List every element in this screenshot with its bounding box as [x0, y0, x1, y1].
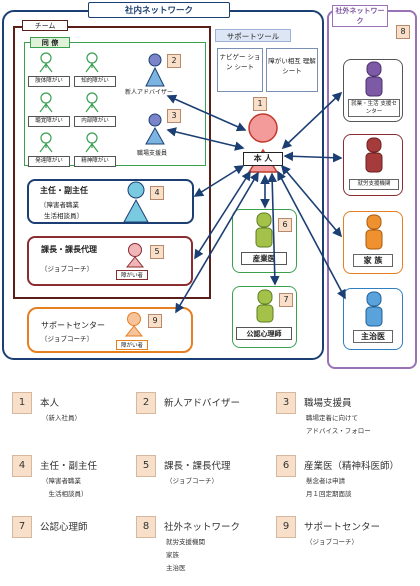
chief-label-3: 生活相談員〕	[44, 212, 83, 220]
external-network-num: 8	[396, 25, 410, 39]
legend-sub: （ジョブコーチ）	[166, 477, 218, 485]
legend-sub: 職場定着に向けて	[306, 414, 358, 422]
chief-label-2: 〔障害者職業	[40, 201, 79, 209]
advisor-figure	[145, 53, 165, 87]
legend-sub: 主治医	[166, 564, 186, 572]
legend-num: 4	[12, 455, 32, 477]
legend-sub: 生活相談員）	[42, 490, 88, 498]
tool-mutual-sheet	[266, 48, 318, 92]
legend-title: サポートセンター	[304, 522, 381, 533]
external-employment-center-label: 就業・生活 支援センター	[348, 99, 400, 117]
chief-num: 4	[150, 186, 164, 200]
manager-num: 5	[150, 245, 164, 259]
colleague-figure	[39, 92, 53, 113]
chief-label-1: 主任・副主任	[40, 186, 88, 195]
supporter-label: 職場支援員	[137, 150, 168, 157]
legend-title: 公認心理師	[40, 522, 88, 533]
tool-mutual-label: 障がい相互 理解シート	[268, 57, 316, 75]
manager-figure	[125, 243, 145, 268]
legend-num: 2	[136, 392, 156, 414]
colleague-figure	[85, 52, 99, 73]
support-center-tag: 障がい者	[116, 340, 149, 350]
support-center-label-1: サポートセンター	[41, 321, 105, 330]
legend-num: 8	[136, 516, 156, 538]
legend-num: 9	[276, 516, 296, 538]
support-center-num: 9	[148, 314, 162, 328]
colleague-label: 知的障がい	[74, 76, 116, 87]
center-label: 本 人	[243, 152, 283, 166]
legend-title: 課長・課長代理	[164, 461, 231, 472]
legend-title: 職場支援員	[304, 398, 352, 409]
supporter-figure	[145, 113, 165, 145]
external-network-title: 社外ネットワーク	[332, 5, 388, 27]
psychologist-box	[232, 286, 297, 348]
external-employment-center-figure	[365, 61, 383, 97]
external-family-figure	[365, 214, 383, 250]
legend-title: 本人	[40, 398, 60, 409]
legend-title: 新人アドバイザー	[164, 398, 241, 409]
legend-title: 産業医（精神科医師）	[304, 461, 400, 472]
colleague-label: 内部障がい	[74, 116, 116, 127]
advisor-label: 新人アドバイザー	[125, 89, 174, 96]
manager-label-1: 課長・課長代理	[41, 245, 97, 254]
colleague-figure	[85, 92, 99, 113]
internal-network-title: 社内ネットワーク	[88, 2, 230, 18]
external-family-label: 家 族	[353, 254, 393, 267]
legend-sub: （ジョブコーチ）	[306, 538, 358, 546]
colleague-label: 精神障がい	[74, 156, 116, 167]
manager-label-2: 〔ジョブコーチ〕	[41, 265, 93, 273]
external-doctor-label: 主治医	[353, 330, 393, 343]
advisor-num: 2	[167, 54, 181, 68]
center-person-figure	[247, 113, 279, 173]
legend-sub: 就労支援機関	[166, 538, 205, 546]
external-employment-center-box	[343, 59, 403, 122]
legend-sub: 月１回定期面談	[306, 490, 352, 498]
colleague-figure	[39, 52, 53, 73]
external-employment-agency-box	[343, 134, 403, 196]
legend-sub: 懸念者は申請	[306, 477, 345, 485]
legend-sub: （障害者職業	[42, 477, 81, 485]
external-doctor-figure	[365, 291, 383, 327]
tool-navigation-label: ナビゲー ション シート	[219, 53, 261, 71]
legend-sub: （新入社員）	[42, 414, 81, 422]
colleague-label: 肢体障がい	[28, 76, 70, 87]
colleague-figure	[39, 132, 53, 153]
colleague-title: 同 僚	[30, 37, 70, 48]
external-doctor-box	[343, 288, 403, 350]
center-num: 1	[253, 97, 267, 111]
colleague-label: 聴覚障がい	[28, 116, 70, 127]
legend-sub: 家族	[166, 551, 179, 559]
connection-arrows	[166, 91, 346, 314]
support-tools-title: サポートツール	[215, 29, 291, 42]
manager-tag: 障がい者	[116, 270, 149, 280]
colleague-label: 発達障がい	[28, 156, 70, 167]
legend-num: 6	[276, 455, 296, 477]
legend-title: 社外ネットワーク	[164, 522, 241, 533]
legend-title: 主任・副主任	[40, 461, 98, 472]
psychologist-label: 公認心理師	[236, 327, 292, 340]
legend-num: 1	[12, 392, 32, 414]
team-frame	[13, 26, 211, 299]
legend-num: 5	[136, 455, 156, 477]
support-center-box	[27, 307, 193, 353]
team-title: チーム	[22, 20, 68, 31]
external-employment-agency-figure	[365, 137, 383, 173]
psychologist-figure	[256, 289, 274, 323]
colleague-figure	[85, 132, 99, 153]
chief-figure	[123, 181, 149, 223]
support-center-label-2: 〔ジョブコーチ〕	[41, 335, 93, 343]
legend-num: 7	[12, 516, 32, 538]
legend-num: 3	[276, 392, 296, 414]
external-employment-agency-label: 就労支援機関	[349, 179, 399, 190]
legend-sub: アドバイス・フォロー	[306, 427, 371, 435]
tool-navigation-sheet	[217, 48, 263, 92]
support-center-figure	[124, 312, 144, 337]
